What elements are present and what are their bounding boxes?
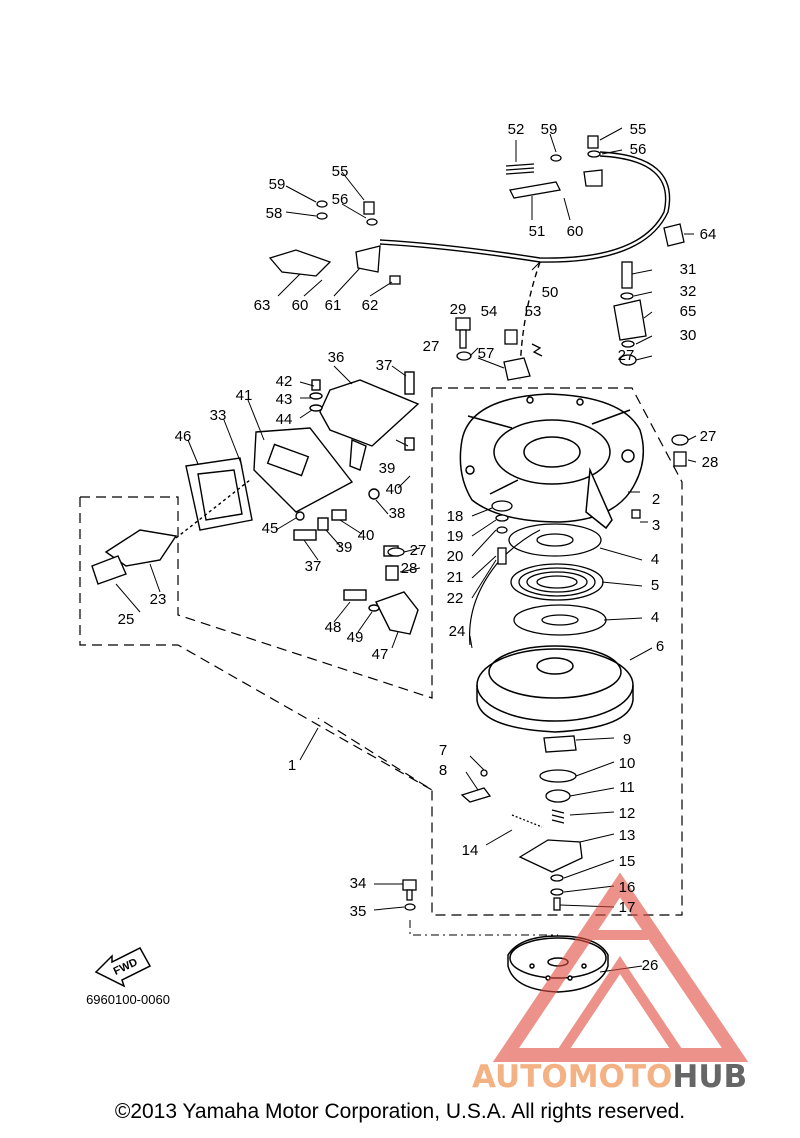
part-number-label: 40 [386,481,403,498]
part-number-label: 49 [347,629,364,646]
part-number-label: 43 [276,391,293,408]
part-number-label: 2 [652,491,660,508]
part-number-label: 27 [618,347,635,364]
part-number-label: 36 [328,349,345,366]
part-number-label: 45 [262,520,279,537]
part-number-label: 40 [358,527,375,544]
part-number-label: 32 [680,283,697,300]
part-number-label: 28 [401,560,418,577]
copyright-notice: ©2013 Yamaha Motor Corporation, U.S.A. A… [114,1100,686,1123]
part-number-label: 25 [118,611,135,628]
watermark-text: AUTOMOTOHUB [472,1059,747,1095]
part-number-label: 27 [410,542,427,559]
part-number-label: 27 [423,338,440,355]
cable-end-parts [268,135,685,285]
part-number-label: 47 [372,646,389,663]
part-number-label: 53 [525,303,542,320]
part-number-label: 12 [619,805,636,822]
starter-bolts [387,500,641,565]
part-number-label: 37 [305,558,322,575]
part-number-label: 48 [325,619,342,636]
part-number-label: 56 [630,141,647,158]
part-number-label: 14 [462,842,479,859]
part-number-label: 50 [542,284,559,301]
part-number-label: 60 [292,297,309,314]
friction-plates-and-spring [508,523,607,636]
part-number-label: 22 [447,590,464,607]
part-number-label: 57 [478,345,495,362]
part-number-label: 55 [332,163,349,180]
part-number-label: 4 [651,609,659,626]
part-number-label: 55 [630,121,647,138]
part-number-label: 39 [379,460,396,477]
part-number-label: 1 [288,757,296,774]
part-number-label: 34 [350,875,367,892]
part-number-label: 38 [389,505,406,522]
part-number-label: 37 [376,357,393,374]
part-number-label: 59 [269,176,286,193]
part-number-label: 39 [336,539,353,556]
part-number-label: 51 [529,223,546,240]
part-number-label: 30 [680,327,697,344]
drawing-number: 6960100-0060 [86,992,170,1007]
starter-housing [459,393,645,530]
watermark-logo [492,872,749,1062]
part-number-label: 3 [652,517,660,534]
part-number-label: 6 [656,638,664,655]
part-number-label: 31 [680,261,697,278]
part-number-label: 44 [276,411,293,428]
assembly-boundary [79,387,683,916]
throttle-stop-parts [455,261,689,467]
part-number-label: 60 [567,223,584,240]
rope-reel [476,645,634,733]
part-number-label: 10 [619,755,636,772]
part-number-label: 4 [651,551,659,568]
part-number-callouts: 1234456789101112131415161718192021222324… [118,121,719,974]
leader-lines [115,127,697,973]
part-number-label: 52 [508,121,525,138]
part-number-label: 27 [700,428,717,445]
part-number-label: 35 [350,903,367,920]
part-number-label: 24 [449,623,466,640]
part-number-label: 7 [439,742,447,759]
part-number-label: 63 [254,297,271,314]
rope-guide-and-handle [91,427,354,585]
part-number-label: 18 [447,508,464,525]
lockout-cable [379,151,671,381]
part-number-label: 5 [651,577,659,594]
part-number-label: 21 [447,569,464,586]
part-number-label: 15 [619,853,636,870]
part-number-label: 23 [150,591,167,608]
part-number-label: 62 [362,297,379,314]
watermark-suffix: HUB [672,1059,747,1095]
part-number-label: 20 [447,548,464,565]
part-number-label: 13 [619,827,636,844]
part-number-label: 29 [450,301,467,318]
part-number-label: 54 [481,303,498,320]
part-number-label: 9 [623,731,631,748]
part-number-label: 56 [332,191,349,208]
part-number-label: 58 [266,205,283,222]
part-number-label: 59 [541,121,558,138]
bolt-34-35 [402,879,417,911]
part-number-label: 33 [210,407,227,424]
part-number-label: 8 [439,762,447,779]
part-number-label: 26 [642,957,659,974]
part-number-label: 65 [680,303,697,320]
pawl-assembly [460,735,583,911]
part-number-label: 19 [447,528,464,545]
part-number-label: 41 [236,387,253,404]
part-number-label: 11 [619,779,635,796]
part-number-label: 28 [702,454,719,471]
fwd-arrow-icon: FWD [94,947,152,988]
part-number-label: 16 [619,879,636,896]
part-number-label: 64 [700,226,717,243]
part-number-label: 42 [276,373,293,390]
watermark-prefix: AUTOMOTO [472,1059,672,1095]
part-number-label: 61 [325,297,342,314]
part-number-label: 46 [175,428,192,445]
part-number-label: 17 [619,899,636,916]
